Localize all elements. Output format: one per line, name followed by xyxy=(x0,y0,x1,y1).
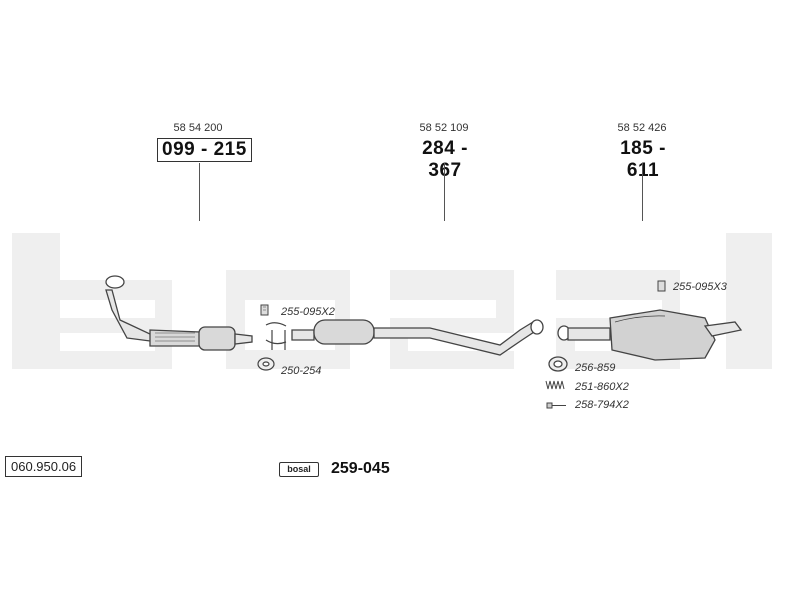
middle-pipe-drawing[interactable] xyxy=(291,319,544,356)
bolt-icon xyxy=(546,402,566,409)
spring-icon xyxy=(545,380,565,390)
clamp-rear-label: 255-095X3 xyxy=(673,281,727,293)
clamp-pieces-icon xyxy=(265,322,287,350)
oe-number-1: 58 54 200 xyxy=(173,122,223,134)
oe-number-2: 58 52 109 xyxy=(419,122,469,134)
kit-number[interactable]: 259-045 xyxy=(331,460,390,477)
ring-rear-icon xyxy=(548,356,568,372)
ring-rear-label: 256-859 xyxy=(575,362,616,374)
clamp-front-label: 255-095X2 xyxy=(281,306,335,318)
gasket-front-icon xyxy=(257,357,275,371)
reference-number: 060.950.06 xyxy=(5,456,83,477)
part-number-1[interactable]: 099 - 215 xyxy=(157,138,252,162)
gasket-front-label: 250-254 xyxy=(281,365,322,377)
clamp-rear-icon xyxy=(657,280,666,292)
front-pipe-drawing[interactable] xyxy=(105,275,253,351)
bosal-kit-logo: bosal xyxy=(279,462,319,477)
spring-label: 251-860X2 xyxy=(575,381,629,393)
leader-line-1 xyxy=(199,163,200,221)
oe-number-3: 58 52 426 xyxy=(617,122,667,134)
rear-silencer-drawing[interactable] xyxy=(557,309,743,361)
bolt-label: 258-794X2 xyxy=(575,399,629,411)
leader-line-3 xyxy=(642,163,643,221)
clamp-front-icon xyxy=(260,304,269,316)
leader-line-2 xyxy=(444,163,445,221)
